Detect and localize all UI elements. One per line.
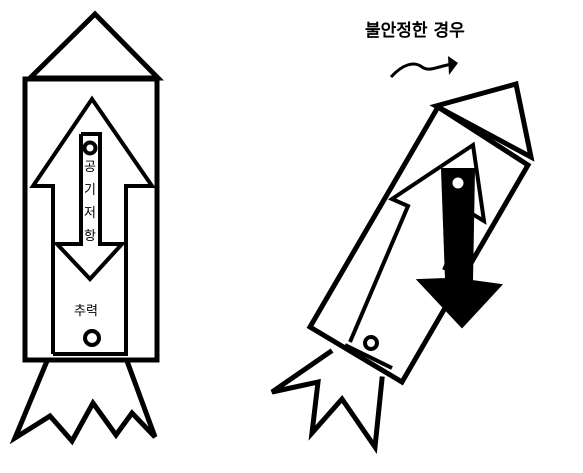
- unstable-title: 불안정한 경우: [365, 21, 465, 41]
- drag-label-2: 기: [84, 183, 96, 198]
- bottom-marker-circle: [83, 329, 101, 347]
- thrust-arrow: [29, 95, 156, 356]
- unstable-nose-cone: [429, 80, 535, 162]
- unstable-thrust-arrow-base: [344, 343, 393, 370]
- rotation-arrow-icon: [389, 62, 453, 79]
- stable-tail-fins: [9, 357, 158, 446]
- stable-body: [22, 76, 160, 363]
- stable-rocket: 공 기 저 항 추력: [9, 10, 164, 446]
- thrust-label: 추력: [74, 304, 98, 319]
- drag-label-1: 공: [84, 160, 96, 175]
- unstable-top-marker-circle: [452, 177, 464, 189]
- unstable-tail-fins: [270, 348, 385, 455]
- drag-label-3: 저: [84, 206, 96, 221]
- unstable-body: [306, 103, 532, 386]
- drag-label-4: 항: [84, 229, 96, 244]
- stable-nose-cone: [23, 10, 164, 81]
- top-marker-circle: [82, 140, 98, 156]
- unstable-drag-arrow[interactable]: [415, 168, 504, 329]
- drag-arrow: [52, 132, 127, 282]
- unstable-rocket: 불안정한 경우: [270, 21, 535, 455]
- rotation-arrow-head-icon: [448, 56, 458, 75]
- unstable-bottom-marker-circle: [363, 335, 379, 351]
